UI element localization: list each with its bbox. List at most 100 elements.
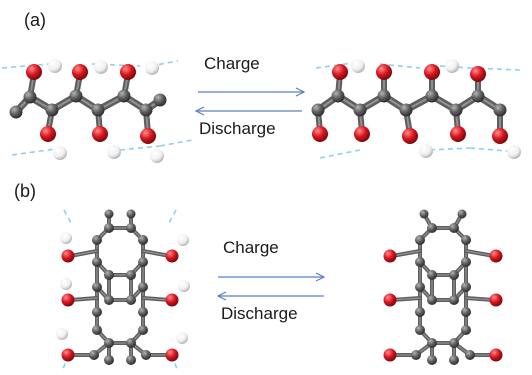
carbon-atom [461, 235, 471, 245]
carbon-atom [139, 103, 153, 117]
oxygen-atom [492, 128, 508, 144]
oxygen-atom [376, 64, 392, 80]
carbon-atom [104, 338, 114, 348]
carbon-atom [92, 235, 102, 245]
oxygen-atom [165, 348, 179, 362]
panel-a-label: (a) [24, 10, 46, 30]
bond-highlight [69, 250, 98, 257]
carbon-atom [461, 307, 471, 317]
carbon-atom [461, 282, 471, 292]
carbon-atom [449, 103, 463, 117]
hydrogen-bond [1, 63, 51, 69]
carbon-atom [138, 235, 148, 245]
panel-b-charge-label: Charge [223, 238, 279, 257]
carbon-atom [104, 295, 114, 305]
carbon-atom [399, 103, 413, 117]
panel-b-discharge-arrow-head [216, 291, 227, 301]
carbon-atom [126, 223, 136, 233]
carbon-atom [427, 295, 437, 305]
hydrogen-atom [53, 146, 67, 160]
carbon-atom [415, 282, 425, 292]
panel-a-charge-label: Charge [204, 54, 260, 73]
carbon-atom [449, 338, 459, 348]
hydrogen-atom [507, 145, 521, 159]
carbon-atom [415, 257, 425, 267]
hydrogen-atom [419, 144, 433, 158]
carbon-atom [126, 209, 136, 219]
carbon-atom [138, 282, 148, 292]
hydrogen-atom [178, 280, 190, 292]
carbon-atom [425, 89, 439, 103]
oxygen-atom [450, 126, 466, 142]
bond-highlight [465, 297, 495, 301]
hydrogen-atom [60, 232, 72, 244]
panel-b-charge-arrow-head [315, 272, 326, 282]
carbon-atom [138, 325, 148, 335]
hydrogen-atom [107, 145, 121, 159]
bond-highlight [142, 297, 171, 301]
oxygen-atom [383, 293, 397, 307]
hydrogen-atom [176, 332, 188, 344]
carbon-atom [104, 209, 114, 219]
oxygen-atom [489, 348, 503, 362]
carbon-atom [353, 103, 367, 117]
carbon-atom [465, 350, 475, 360]
oxygen-atom [402, 128, 418, 144]
carbon-atom [92, 282, 102, 292]
oxygen-atom [354, 126, 370, 142]
oxygen-atom [140, 128, 156, 144]
hydrogen-atom [445, 59, 459, 73]
carbon-atom [126, 338, 136, 348]
panel-a-charge-arrow-head [295, 87, 306, 97]
hydrogen-atom [150, 149, 164, 163]
panel-b-discharge-label: Discharge [221, 304, 298, 323]
oxygen-atom [489, 293, 503, 307]
carbon-atom [117, 89, 131, 103]
carbon-atom [89, 350, 99, 360]
carbon-atom [138, 257, 148, 267]
bond-highlight [142, 250, 171, 257]
carbon-atom [104, 355, 114, 365]
bond-highlight [69, 297, 98, 301]
carbon-atom [104, 223, 114, 233]
oxygen-atom [424, 64, 440, 80]
panel-b-label: (b) [14, 181, 36, 201]
oxygen-atom [383, 348, 397, 362]
carbon-atom [92, 307, 102, 317]
carbon-atom [427, 338, 437, 348]
carbon-atom [449, 295, 459, 305]
carbon-atom [471, 89, 485, 103]
carbon-atom [92, 325, 102, 335]
carbon-atom [126, 355, 136, 365]
carbon-atom [126, 295, 136, 305]
hydrogen-bond [429, 147, 471, 151]
hydrogen-atom [60, 278, 72, 290]
carbon-atom [415, 235, 425, 245]
oxygen-atom [165, 293, 179, 307]
panel-a-discharge-arrow-head [194, 106, 205, 116]
carbon-atom [415, 307, 425, 317]
oxygen-atom [165, 249, 179, 263]
carbon-atom [449, 355, 459, 365]
carbon-atom [153, 93, 167, 107]
hydrogen-atom [94, 60, 108, 74]
carbon-atom [141, 350, 151, 360]
carbon-atom [411, 350, 421, 360]
carbon-atom [331, 89, 345, 103]
carbon-atom [9, 105, 23, 119]
carbon-atom [461, 257, 471, 267]
carbon-atom [69, 89, 83, 103]
carbon-atom [419, 209, 429, 219]
hydrogen-atom [48, 59, 62, 73]
carbon-atom [427, 223, 437, 233]
carbon-atom [138, 307, 148, 317]
oxygen-atom [470, 66, 486, 82]
carbon-atom [23, 90, 37, 104]
hydrogen-atom [177, 234, 189, 246]
carbon-atom [92, 257, 102, 267]
oxygen-atom [383, 249, 397, 263]
carbon-atom [457, 209, 467, 219]
hydrogen-bond [119, 145, 161, 151]
oxygen-atom [120, 64, 136, 80]
carbon-atom [449, 223, 459, 233]
